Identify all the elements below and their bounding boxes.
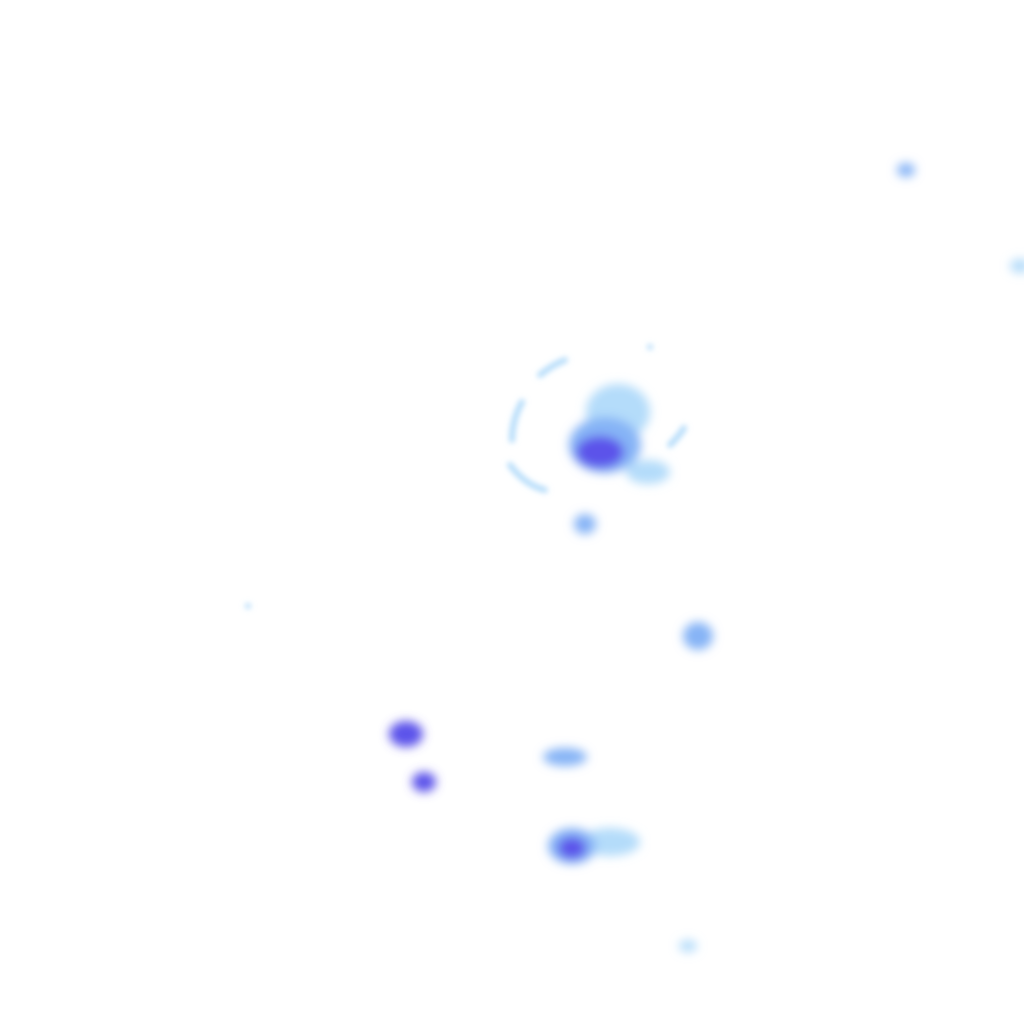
precip-speck bbox=[245, 603, 251, 609]
precip-cell bbox=[679, 940, 697, 952]
precip-arc bbox=[507, 462, 548, 493]
precip-cell bbox=[574, 514, 596, 534]
precip-cell bbox=[412, 772, 436, 792]
precip-cell bbox=[389, 721, 423, 747]
precip-arc bbox=[667, 425, 687, 448]
precip-arc bbox=[537, 357, 568, 378]
precip-cell-central bbox=[569, 384, 670, 484]
precip-arc bbox=[509, 399, 525, 443]
precip-cell bbox=[683, 622, 713, 650]
precip-cell bbox=[543, 748, 587, 766]
precip-cell bbox=[897, 163, 915, 177]
precip-cell bbox=[1010, 259, 1024, 273]
precip-cell-south bbox=[548, 828, 640, 864]
precip-speck bbox=[647, 344, 653, 350]
